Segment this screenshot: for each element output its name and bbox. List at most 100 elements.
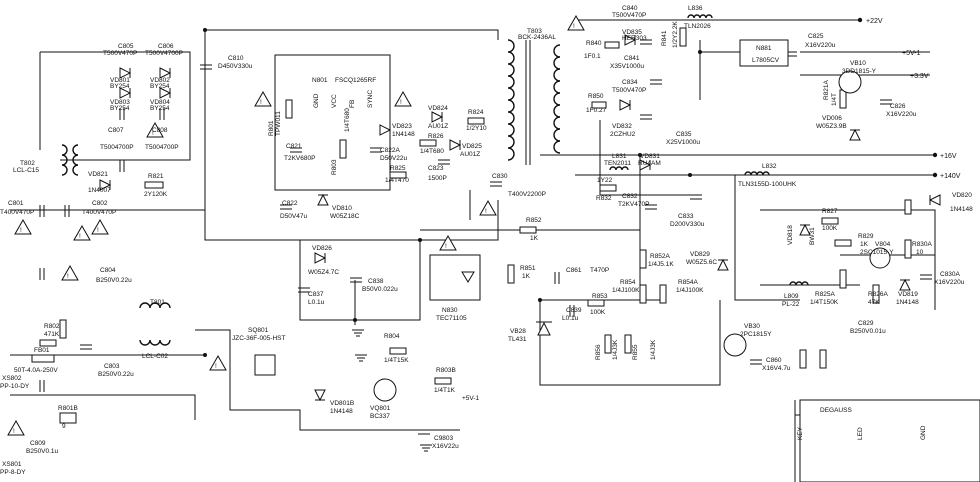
value-label: B250V0.01u (850, 328, 886, 335)
value-label: 10 (916, 249, 924, 256)
value-label: 1/4J5.1K (648, 261, 674, 268)
value-label: B250V0.22u (96, 277, 132, 284)
gnd-pin-label: GND (920, 425, 927, 440)
value-label: B250V0.1u (26, 448, 59, 455)
warning-triangle-icon: ! (567, 14, 585, 31)
warning-symbols: ! ! ! ! ! ! ! ! ! ! ! ! (7, 14, 585, 436)
ref-label: C835 (676, 131, 692, 138)
svg-text:!: ! (79, 233, 81, 240)
ref-label: C830 (492, 173, 508, 180)
ref-label: XS802 (2, 375, 22, 382)
ref-label: R853 (592, 293, 608, 300)
ref-label: C822 (282, 200, 298, 207)
value-label: PP-8-DY (0, 469, 26, 476)
ref-label: VD803 (110, 99, 130, 106)
value-label: 1K (860, 241, 869, 248)
value-label: T2KV680P (284, 155, 315, 162)
ref-label: R801 (268, 120, 275, 136)
ref-label: R830A (912, 241, 933, 248)
ic-pin-label: SYNC (367, 90, 374, 108)
ref-label: C833 (678, 213, 694, 220)
line-filter-t802 (61, 144, 79, 176)
ref-label: C840 (622, 5, 638, 12)
ref-label: R821A (823, 79, 830, 100)
ref-label: C809 (30, 440, 46, 447)
degauss-label: DEGAUSS (820, 407, 852, 414)
value-label: D50V22u (380, 155, 407, 162)
ref-label: C822A (380, 147, 401, 154)
ref-label: C861 (566, 267, 582, 274)
ref-label: N801 (312, 77, 328, 84)
value-label: X35V1000u (610, 63, 644, 70)
ref-label: T803 (527, 28, 542, 35)
ref-label: R802 (44, 323, 60, 330)
ref-label: C826 (890, 103, 906, 110)
ref-label: VD826 (312, 245, 332, 252)
value-label: T2KV470P (618, 201, 649, 208)
ref-label: C823 (428, 165, 444, 172)
value-label: L7805CV (752, 57, 780, 64)
ref-label: R829 (858, 233, 874, 240)
ref-label: C803 (104, 363, 120, 370)
ref-label: VD804 (150, 99, 170, 106)
ref-label: VQ801 (370, 405, 391, 412)
ref-label: R854A (678, 279, 699, 286)
ref-label: C860 (766, 357, 782, 364)
ref-label: C821 (286, 143, 302, 150)
ref-label: C805 (118, 43, 134, 50)
ref-label: C808 (152, 127, 168, 134)
ref-label: C802 (92, 200, 108, 207)
value-label: 1Y22 (597, 177, 613, 184)
ref-label: L836 (688, 5, 703, 12)
key-label: KEY (797, 426, 804, 440)
rail-label: +3.3V (910, 73, 929, 80)
value-label: BY254 (110, 83, 130, 90)
value-label: TLN2026 (684, 23, 711, 30)
value-label: 100K (822, 225, 838, 232)
value-label: BY254 (150, 105, 170, 112)
value-label: 1500P (428, 175, 447, 182)
ref-label: R840 (586, 40, 602, 47)
svg-text:!: ! (400, 99, 402, 106)
value-label: T400V470P (0, 209, 34, 216)
value-label: 1N4148 (896, 299, 919, 306)
component-symbols (31, 14, 980, 482)
ref-label: C829 (858, 320, 874, 327)
warning-triangle-icon: ! (394, 90, 412, 107)
ref-label: VD802 (150, 77, 170, 84)
value-label: PP-10-DY (0, 383, 30, 390)
warning-triangle-icon: ! (61, 264, 79, 281)
ref-label: VD823 (392, 123, 412, 130)
ref-label: C825 (808, 33, 824, 40)
value-label: T470P (590, 267, 609, 274)
value-label: L0.1u (308, 299, 325, 306)
ref-label: T801 (150, 299, 165, 306)
value-label: BW31 (809, 227, 816, 245)
ref-label: R854 (620, 279, 636, 286)
warning-triangle-icon: ! (254, 90, 272, 107)
ref-label: C839 (566, 307, 582, 314)
value-label: B50V0.022u (362, 286, 398, 293)
ref-label: R841 (661, 30, 668, 46)
value-label: 471K (44, 331, 60, 338)
ref-label: VD832 (612, 123, 632, 130)
ref-label: L809 (784, 293, 799, 300)
value-label: JZC-36F-005-HST (232, 335, 285, 342)
ref-label: N830 (442, 307, 458, 314)
value-label: T400V470P (82, 209, 116, 216)
warning-triangle-icon: ! (7, 419, 25, 436)
ref-label: VD810 (332, 205, 352, 212)
rail-label: +5V-1 (902, 50, 921, 57)
svg-text:!: ! (573, 23, 575, 30)
ref-label: R824 (468, 109, 484, 116)
ref-label: R804 (384, 333, 400, 340)
value-label: 3DD1815-Y (842, 68, 877, 75)
value-label: X16V220u (934, 279, 965, 286)
ref-label: VD818 (787, 225, 794, 245)
warning-triangle-icon: ! (91, 218, 109, 235)
value-label: X16V22u (432, 443, 459, 450)
value-label: 47K (868, 299, 880, 306)
value-label: L0.1u (562, 315, 579, 322)
value-label: 1/4J100K (612, 287, 640, 294)
